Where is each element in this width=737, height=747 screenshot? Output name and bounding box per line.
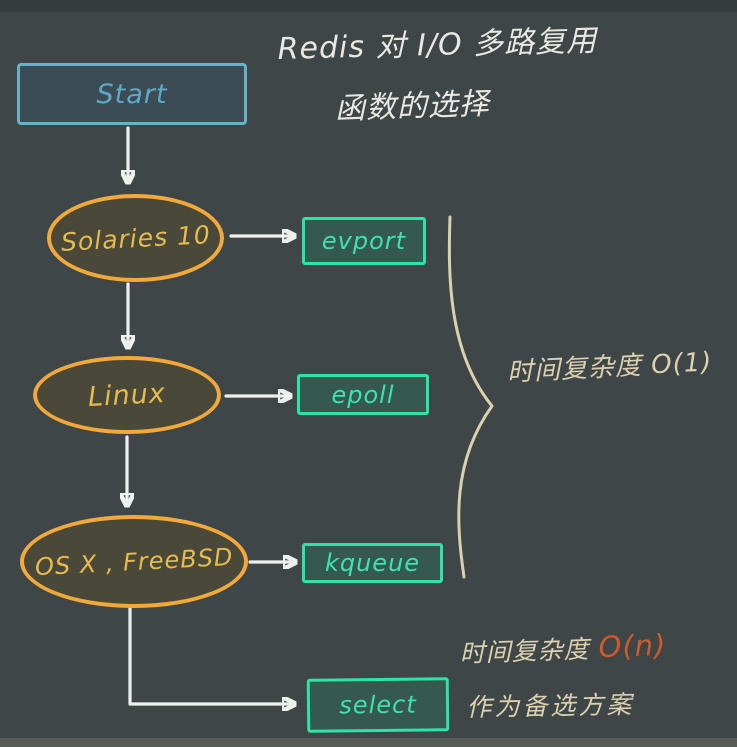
diagram-title-line-1: Redis 对 I/O 多路复用 [277,23,598,67]
node-select-label: select [339,690,417,720]
node-evport-label: evport [321,227,407,255]
select-complexity-value: O(n) [597,627,667,665]
select-note-annotation: 作为备选方案 [466,690,635,722]
node-osx-freebsd-label: OS X , FreeBSD [34,542,234,581]
node-linux-label: Linux [87,377,167,413]
node-kqueue-label: kqueue [324,549,421,577]
node-evport: evport [302,217,426,265]
select-complexity-prefix: 时间复杂度 [459,634,591,668]
node-start-label: Start [96,78,168,110]
bottom-edge-strip [0,738,737,747]
diagram-title-line-2: 函数的选择 [334,86,491,127]
node-epoll: epoll [297,374,429,415]
node-start: Start [17,63,247,125]
connector-osx-to-select [128,606,292,704]
curly-brace [447,215,494,579]
node-epoll-label: epoll [331,380,395,409]
node-select: select [306,677,450,733]
node-solaries-10: Solaries 10 [47,194,224,282]
node-kqueue: kqueue [302,543,443,583]
node-osx-freebsd: OS X , FreeBSD [20,515,248,608]
node-solaries-10-label: Solaries 10 [59,219,212,257]
node-linux: Linux [33,356,221,434]
